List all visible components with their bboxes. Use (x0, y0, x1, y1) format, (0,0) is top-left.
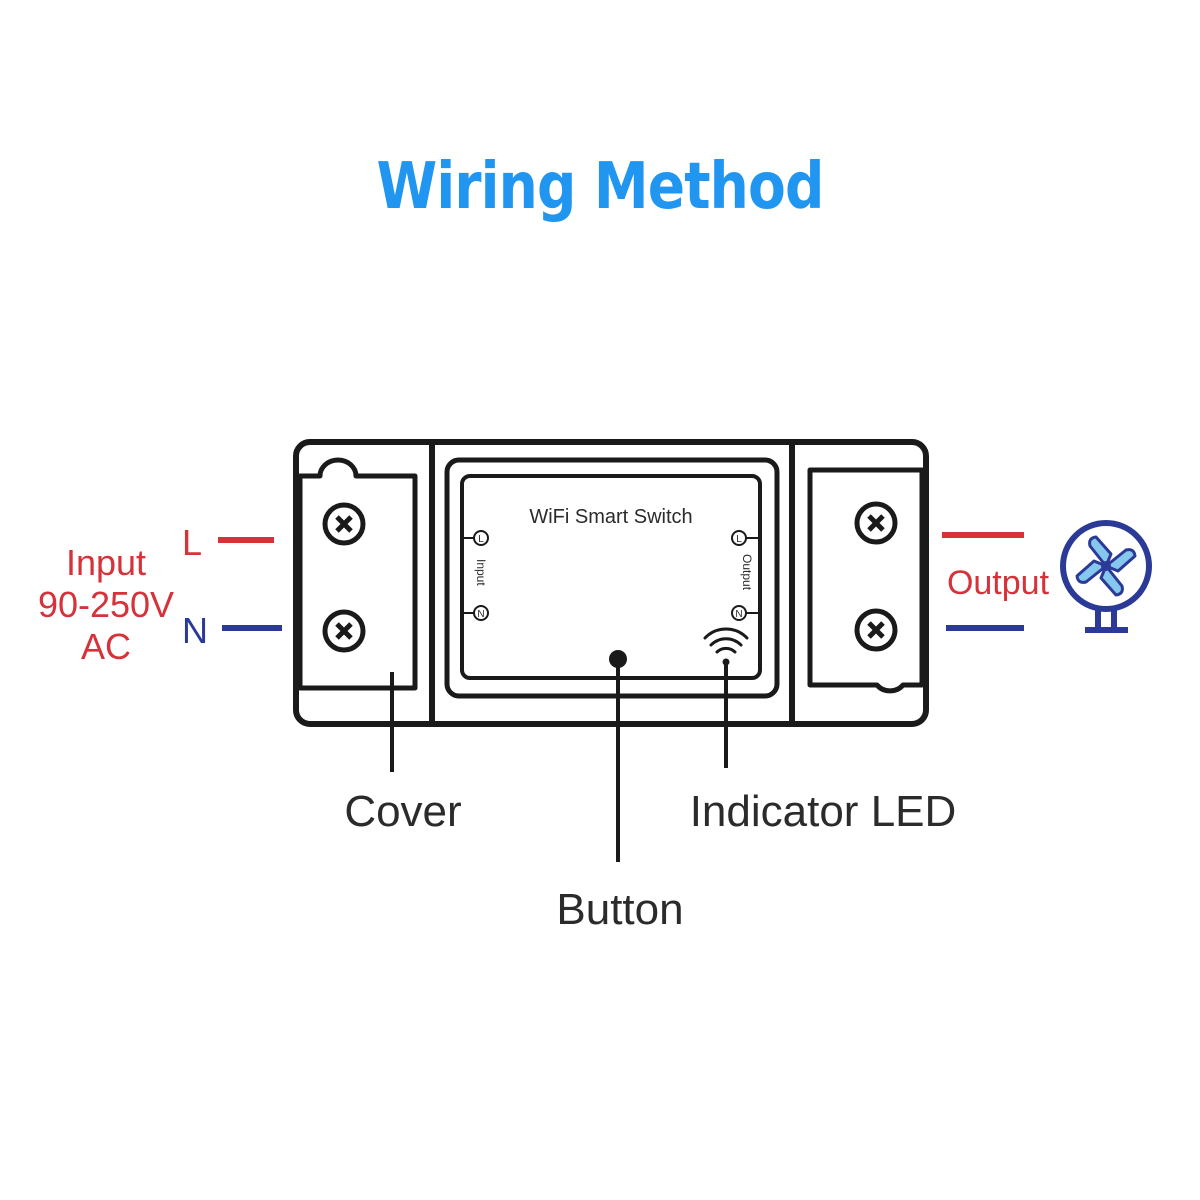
output-side-label: Output (740, 554, 754, 591)
fan-icon (1060, 520, 1152, 633)
screw-icon (322, 502, 366, 546)
right-terminal-block (807, 467, 925, 694)
input-voltage-line-1: Input (66, 542, 146, 583)
callout-lines (390, 659, 728, 862)
indicator-led-label: Indicator LED (690, 787, 957, 836)
input-side-label: Input (474, 559, 488, 586)
screw-icon (854, 608, 898, 652)
cover-label: Cover (344, 787, 461, 836)
output-terminal-markers: L N Output (731, 530, 760, 621)
neutral-label: N (182, 610, 208, 651)
line-label: L (182, 522, 202, 563)
page-title: Wiring Method (376, 150, 825, 224)
switch-housing (293, 439, 929, 727)
screw-icon (322, 609, 366, 653)
output-label: Output (947, 564, 1050, 602)
left-terminal-block (297, 457, 418, 691)
screw-icon (854, 501, 898, 545)
terminal-l-label: L (736, 534, 742, 545)
button-label: Button (556, 885, 683, 934)
wifi-icon (703, 627, 749, 666)
center-panel (444, 457, 780, 699)
terminal-n-label: N (477, 609, 484, 620)
input-terminal-markers: L N Input (462, 530, 489, 621)
input-voltage-line-3: AC (81, 626, 131, 667)
device-name: WiFi Smart Switch (529, 506, 692, 528)
input-voltage-line-2: 90-250V (38, 584, 174, 625)
terminal-n-label: N (735, 609, 742, 620)
terminal-l-label: L (478, 534, 484, 545)
